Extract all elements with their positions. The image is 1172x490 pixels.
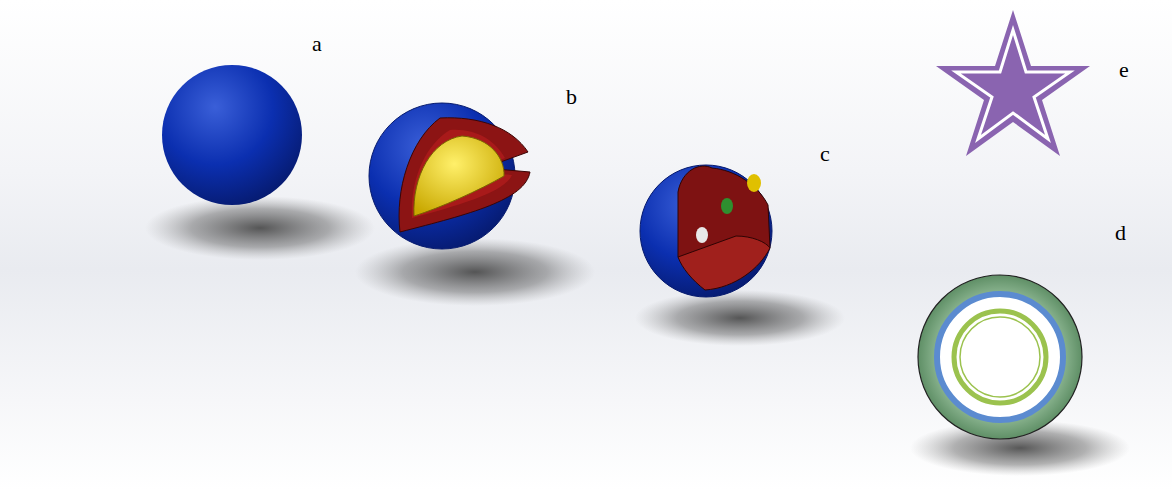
figure-letter: e [1119, 59, 1129, 81]
figure-letter: d [1115, 222, 1126, 244]
figure-letter: c [820, 143, 830, 165]
figure-letter: a [312, 33, 322, 55]
figure-letter: b [566, 86, 577, 108]
